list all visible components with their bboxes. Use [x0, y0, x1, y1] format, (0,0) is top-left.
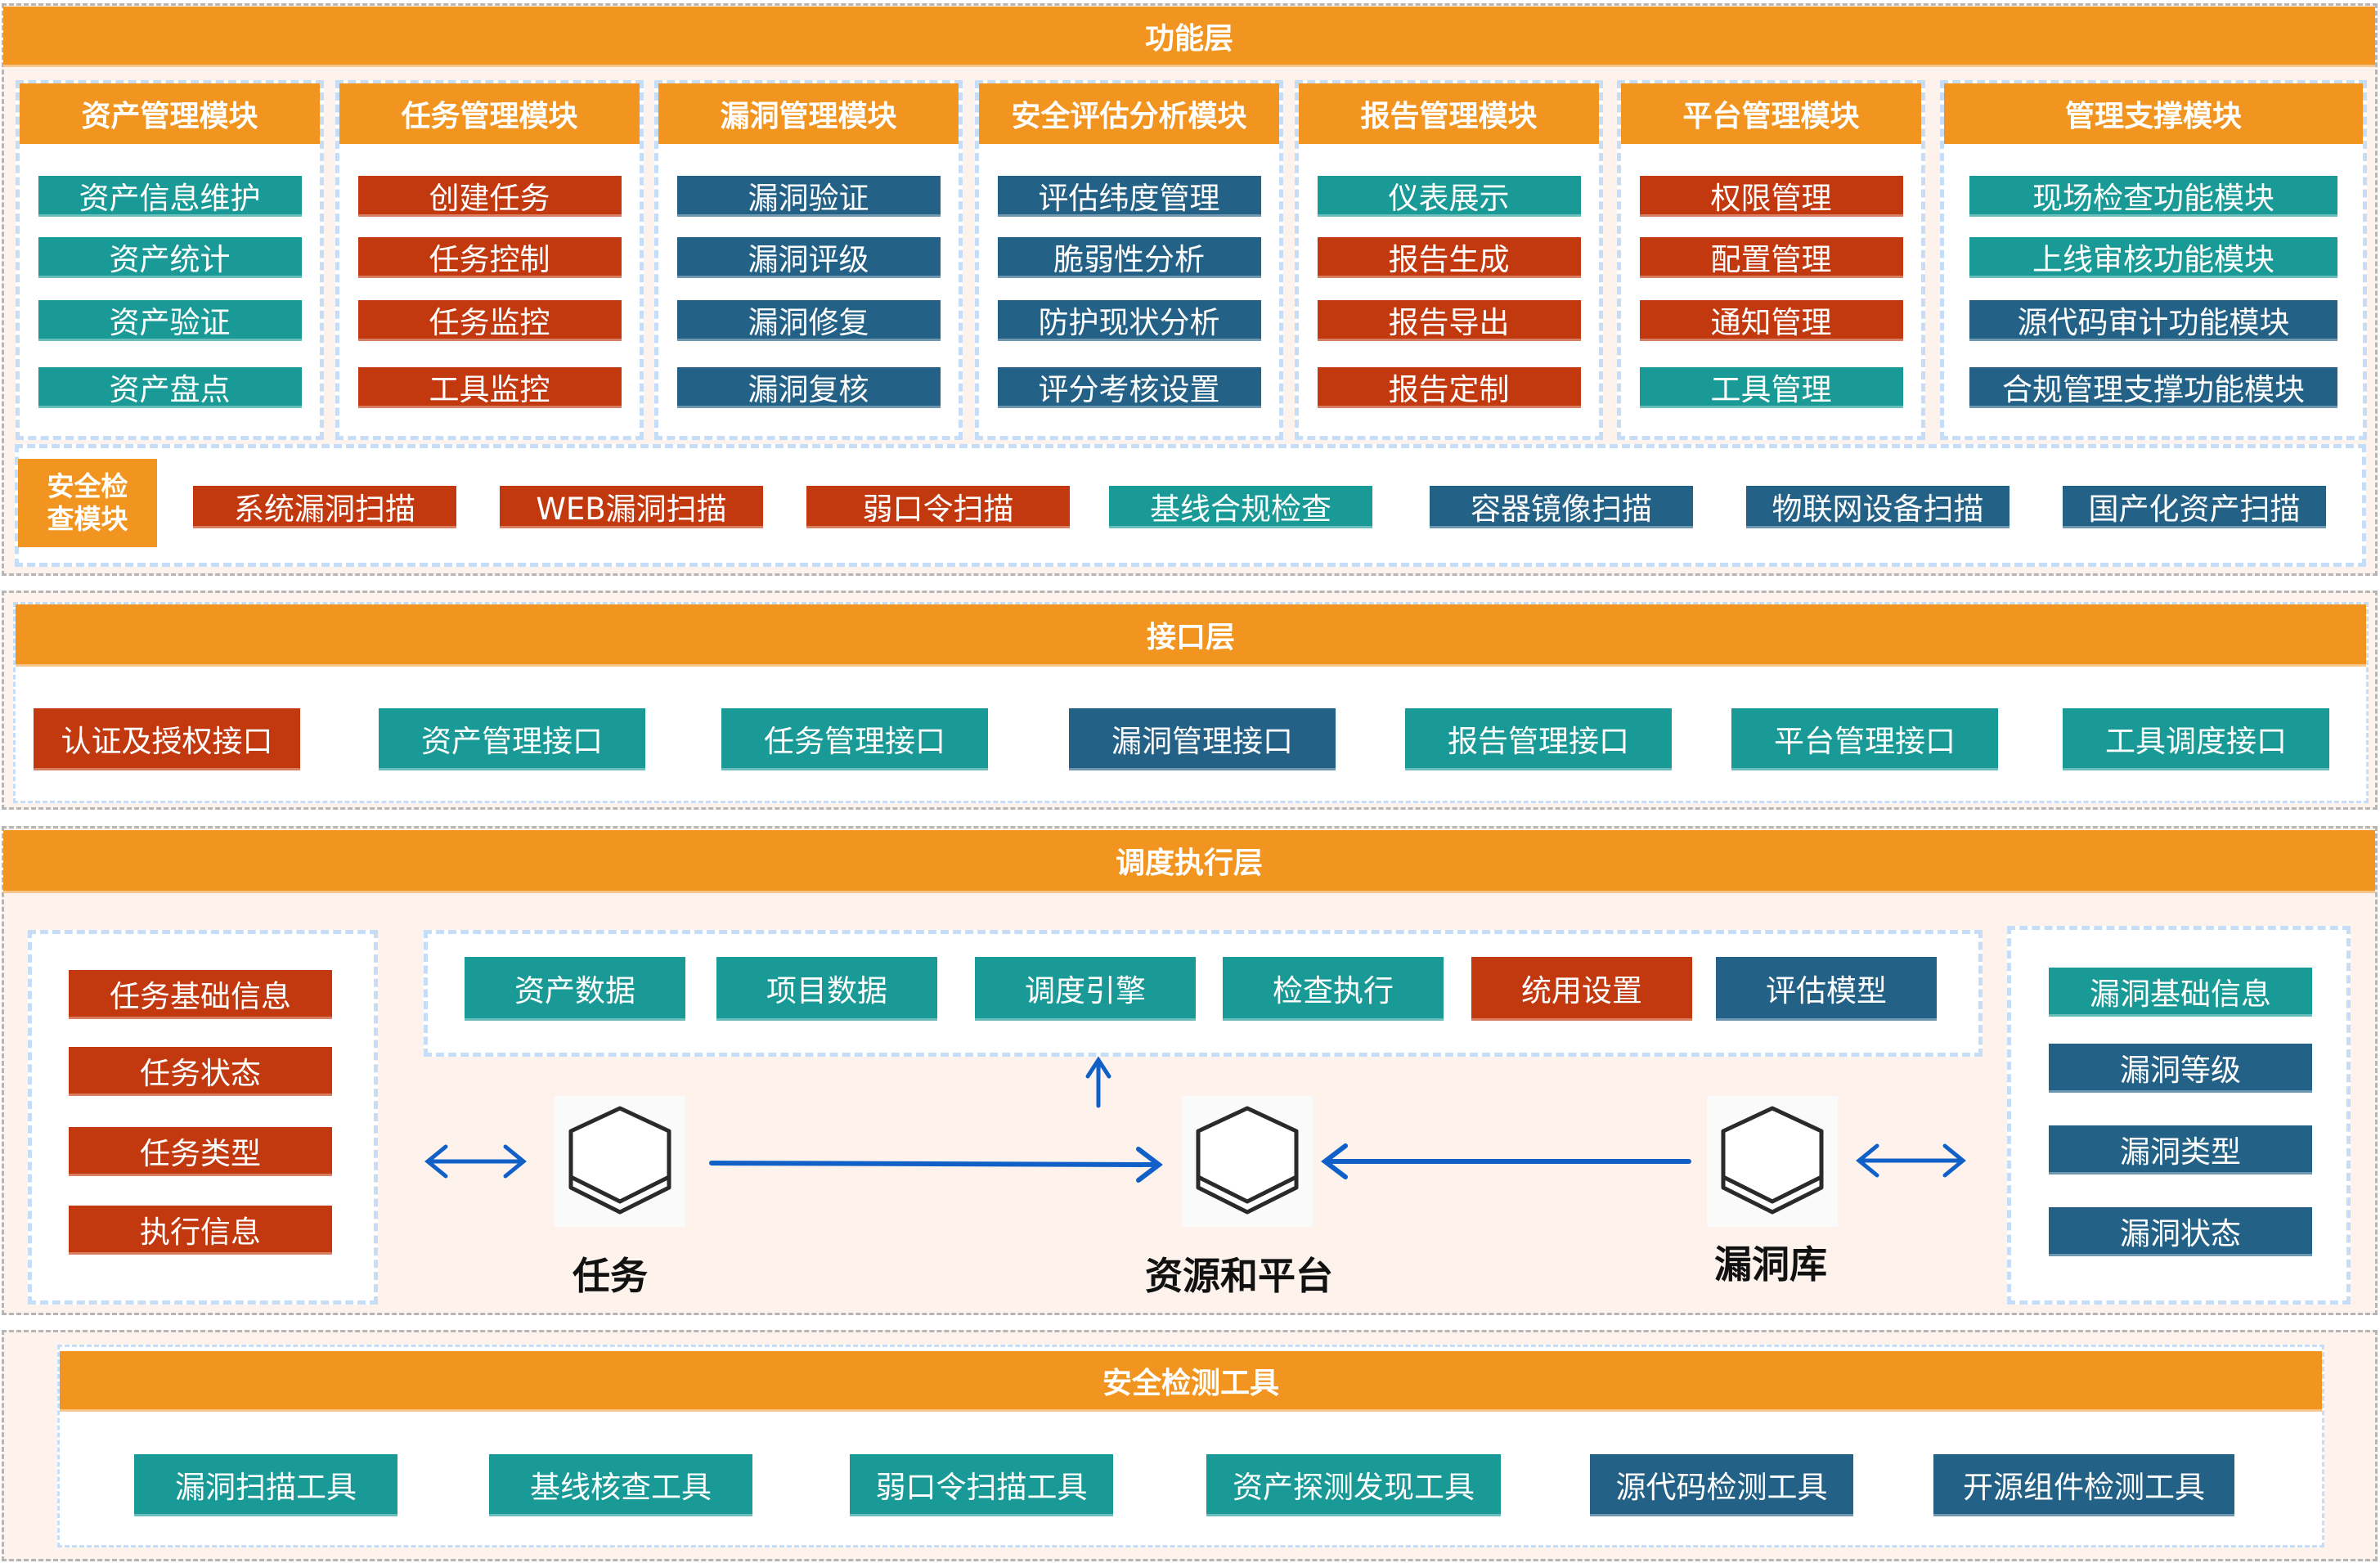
module-title: 管理支撑模块	[1944, 83, 2363, 144]
task-info-item-button[interactable]: 任务基础信息	[69, 970, 332, 1019]
module-item-button[interactable]: 漏洞评级	[676, 237, 941, 278]
module-item-button[interactable]: 报告定制	[1317, 367, 1581, 408]
right-arrow-icon	[709, 1147, 1163, 1183]
engine-item-button[interactable]: 评估模型	[1716, 957, 1937, 1021]
module-item-button[interactable]: 合规管理支撑功能模块	[1969, 367, 2337, 408]
left-double-arrow-icon	[424, 1144, 527, 1179]
module-item-button[interactable]: 现场检查功能模块	[1969, 176, 2337, 217]
module-item-button[interactable]: 任务控制	[357, 237, 622, 278]
module-item-button[interactable]: 任务监控	[357, 300, 622, 341]
module-item-button[interactable]: 资产信息维护	[38, 176, 302, 217]
interface-item-button[interactable]: 平台管理接口	[1731, 708, 1998, 770]
up-arrow-icon	[1085, 1056, 1111, 1108]
security-check-item-button[interactable]: 弱口令扫描	[806, 486, 1070, 528]
security-check-module-title: 安全检 查模块	[18, 459, 157, 547]
module-item-button[interactable]: 脆弱性分析	[997, 237, 1261, 278]
security-check-item-button[interactable]: 系统漏洞扫描	[193, 486, 456, 528]
module-item-button[interactable]: 源代码审计功能模块	[1969, 300, 2337, 341]
interface-item-button[interactable]: 认证及授权接口	[34, 708, 300, 770]
task-info-item-button[interactable]: 执行信息	[69, 1206, 332, 1255]
engine-item-button[interactable]: 资产数据	[465, 957, 685, 1021]
vuln-info-item-button[interactable]: 漏洞等级	[2049, 1044, 2312, 1093]
vuln-info-item-button[interactable]: 漏洞状态	[2049, 1207, 2312, 1256]
module-item-button[interactable]: 创建任务	[357, 176, 622, 217]
module-title: 资产管理模块	[20, 83, 320, 144]
tools-layer-title: 安全检测工具	[60, 1351, 2322, 1412]
tool-item-button[interactable]: 基线核查工具	[489, 1454, 752, 1516]
engine-item-button[interactable]: 检查执行	[1223, 957, 1444, 1021]
module-title: 安全评估分析模块	[979, 83, 1279, 144]
module-item-button[interactable]: 漏洞验证	[676, 176, 941, 217]
module-title: 任务管理模块	[339, 83, 640, 144]
module-item-button[interactable]: 资产验证	[38, 300, 302, 341]
node-label: 任务	[573, 1254, 648, 1298]
left-arrow-icon	[1321, 1143, 1691, 1179]
module-title: 报告管理模块	[1299, 83, 1599, 144]
module-item-button[interactable]: 工具管理	[1639, 367, 1903, 408]
engine-item-button[interactable]: 调度引擎	[975, 957, 1196, 1021]
hexagon-stack-icon	[1707, 1096, 1838, 1227]
tool-item-button[interactable]: 开源组件检测工具	[1933, 1454, 2234, 1516]
hexagon-stack-icon	[1182, 1096, 1313, 1227]
vuln-info-item-button[interactable]: 漏洞类型	[2049, 1125, 2312, 1174]
vuln-info-item-button[interactable]: 漏洞基础信息	[2049, 968, 2312, 1017]
security-check-item-button[interactable]: 容器镜像扫描	[1430, 486, 1693, 528]
interface-item-button[interactable]: 任务管理接口	[721, 708, 988, 770]
module-item-button[interactable]: 资产统计	[38, 237, 302, 278]
security-check-title-line2: 查模块	[47, 503, 128, 535]
scheduling-layer	[2, 826, 2378, 1315]
security-check-title-line1: 安全检	[47, 470, 128, 502]
security-check-item-button[interactable]: WEB漏洞扫描	[500, 486, 763, 528]
tool-item-button[interactable]: 漏洞扫描工具	[134, 1454, 397, 1516]
module-item-button[interactable]: 工具监控	[357, 367, 622, 408]
interface-item-button[interactable]: 报告管理接口	[1405, 708, 1672, 770]
task-info-item-button[interactable]: 任务状态	[69, 1047, 332, 1096]
interface-layer-title: 接口层	[16, 604, 2366, 667]
tool-item-button[interactable]: 资产探测发现工具	[1206, 1454, 1501, 1516]
tool-item-button[interactable]: 源代码检测工具	[1590, 1454, 1853, 1516]
module-item-button[interactable]: 评估纬度管理	[997, 176, 1261, 217]
interface-item-button[interactable]: 漏洞管理接口	[1069, 708, 1336, 770]
module-item-button[interactable]: 权限管理	[1639, 176, 1903, 217]
engine-item-button[interactable]: 项目数据	[716, 957, 937, 1021]
engine-item-button[interactable]: 统用设置	[1471, 957, 1692, 1021]
module-item-button[interactable]: 配置管理	[1639, 237, 1903, 278]
hexagon-stack-icon	[555, 1096, 685, 1227]
module-title: 平台管理模块	[1621, 83, 1921, 144]
security-check-item-button[interactable]: 基线合规检查	[1109, 486, 1372, 528]
module-item-button[interactable]: 上线审核功能模块	[1969, 237, 2337, 278]
security-check-item-button[interactable]: 国产化资产扫描	[2063, 486, 2326, 528]
task-info-item-button[interactable]: 任务类型	[69, 1127, 332, 1176]
module-item-button[interactable]: 防护现状分析	[997, 300, 1261, 341]
module-item-button[interactable]: 资产盘点	[38, 367, 302, 408]
module-title: 漏洞管理模块	[658, 83, 959, 144]
module-item-button[interactable]: 漏洞修复	[676, 300, 941, 341]
module-item-button[interactable]: 漏洞复核	[676, 367, 941, 408]
scheduling-layer-title: 调度执行层	[3, 830, 2375, 893]
interface-item-button[interactable]: 工具调度接口	[2063, 708, 2329, 770]
node-label: 漏洞库	[1714, 1242, 1827, 1287]
right-double-arrow-icon	[1856, 1143, 1966, 1178]
module-item-button[interactable]: 报告生成	[1317, 237, 1581, 278]
module-item-button[interactable]: 评分考核设置	[997, 367, 1261, 408]
tool-item-button[interactable]: 弱口令扫描工具	[850, 1454, 1113, 1516]
function-layer-title: 功能层	[3, 7, 2375, 67]
module-item-button[interactable]: 报告导出	[1317, 300, 1581, 341]
node-label: 资源和平台	[1145, 1254, 1333, 1298]
module-item-button[interactable]: 仪表展示	[1317, 176, 1581, 217]
interface-item-button[interactable]: 资产管理接口	[379, 708, 645, 770]
module-item-button[interactable]: 通知管理	[1639, 300, 1903, 341]
security-check-item-button[interactable]: 物联网设备扫描	[1746, 486, 2010, 528]
